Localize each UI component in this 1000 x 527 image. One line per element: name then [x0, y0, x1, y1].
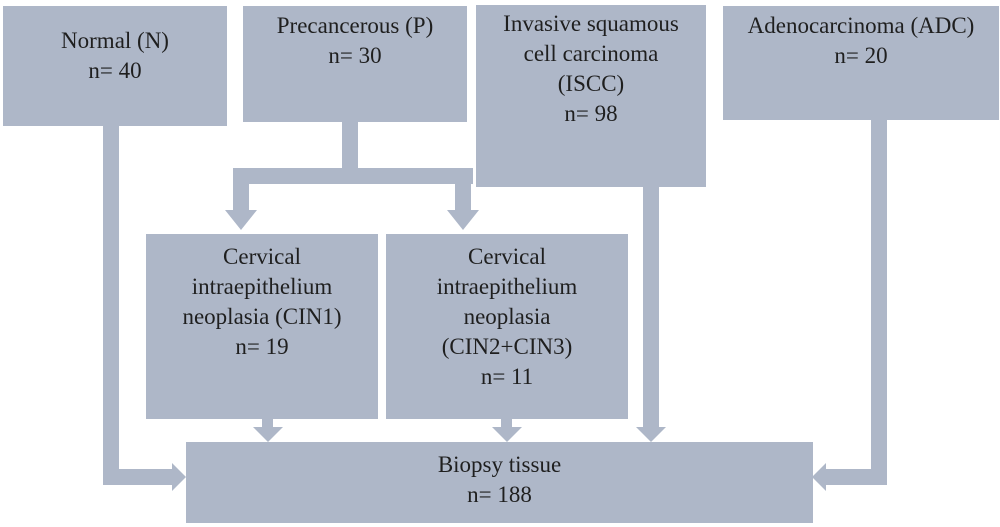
node-adc-line-1: Adenocarcinoma (ADC) [747, 13, 975, 38]
node-adc: Adenocarcinoma (ADC) n= 20 [723, 6, 999, 120]
node-cin23-line-5: n= 11 [480, 364, 534, 389]
node-cin23-line-2: intraepithelium [436, 274, 578, 299]
connector-shaft [233, 168, 473, 184]
connector-shaft [262, 419, 273, 430]
node-cin1-line-2: intraepithelium [191, 274, 333, 299]
node-normal: Normal (N) n= 40 [3, 6, 227, 126]
edge-cin23-biopsy [492, 419, 522, 442]
arrowhead-down-icon [636, 427, 666, 442]
node-iscc: Invasive squamous cell carcinoma (ISCC) … [476, 5, 706, 187]
connector-shaft [871, 120, 887, 485]
node-iscc-line-3: (ISCC) [557, 71, 625, 96]
connector-shaft [103, 469, 175, 485]
node-cin1-line-1: Cervical [223, 244, 301, 269]
node-cin23-line-4: (CIN2+CIN3) [441, 334, 573, 359]
node-cin23-line-1: Cervical [468, 244, 546, 269]
connector-shaft [822, 469, 887, 485]
node-normal-line-1: Normal (N) [61, 28, 169, 53]
node-precancerous: Precancerous (P) n= 30 [243, 6, 467, 122]
connector-shaft [103, 126, 119, 477]
node-cin23: Cervical intraepithelium neoplasia (CIN2… [386, 234, 628, 419]
node-precancerous-line-1: Precancerous (P) [276, 13, 434, 38]
node-adc-line-2: n= 20 [834, 43, 888, 68]
node-cin1-line-4: n= 19 [235, 334, 289, 359]
arrowhead-down-icon [447, 210, 479, 230]
edge-normal-biopsy [103, 126, 186, 491]
connector-shaft [643, 187, 659, 430]
connector-shaft [233, 168, 249, 212]
node-biopsy-line-1: Biopsy tissue [437, 452, 562, 477]
connector-shaft [455, 168, 471, 212]
arrowhead-left-icon [812, 463, 826, 491]
node-iscc-line-4: n= 98 [564, 101, 618, 126]
node-iscc-line-1: Invasive squamous [503, 11, 679, 36]
node-cin1: Cervical intraepithelium neoplasia (CIN1… [146, 234, 378, 419]
edge-iscc-biopsy [636, 187, 666, 442]
connector-shaft [501, 419, 512, 430]
arrowhead-down-icon [253, 427, 283, 442]
node-biopsy-line-2: n= 188 [467, 482, 532, 507]
node-iscc-line-2: cell carcinoma [523, 41, 659, 66]
arrowhead-right-icon [172, 463, 186, 491]
arrowhead-down-icon [492, 427, 522, 442]
node-cin23-line-3: neoplasia [463, 304, 551, 329]
edge-precancerous-cin [225, 122, 479, 230]
node-precancerous-line-2: n= 30 [328, 43, 382, 68]
arrowhead-down-icon [225, 210, 257, 230]
connector-shaft [342, 122, 358, 178]
node-biopsy: Biopsy tissue n= 188 [186, 442, 813, 523]
node-cin1-line-3: neoplasia (CIN1) [182, 304, 342, 329]
node-normal-line-2: n= 40 [88, 58, 142, 83]
edge-adc-biopsy [812, 120, 887, 491]
edge-cin1-biopsy [253, 419, 283, 442]
